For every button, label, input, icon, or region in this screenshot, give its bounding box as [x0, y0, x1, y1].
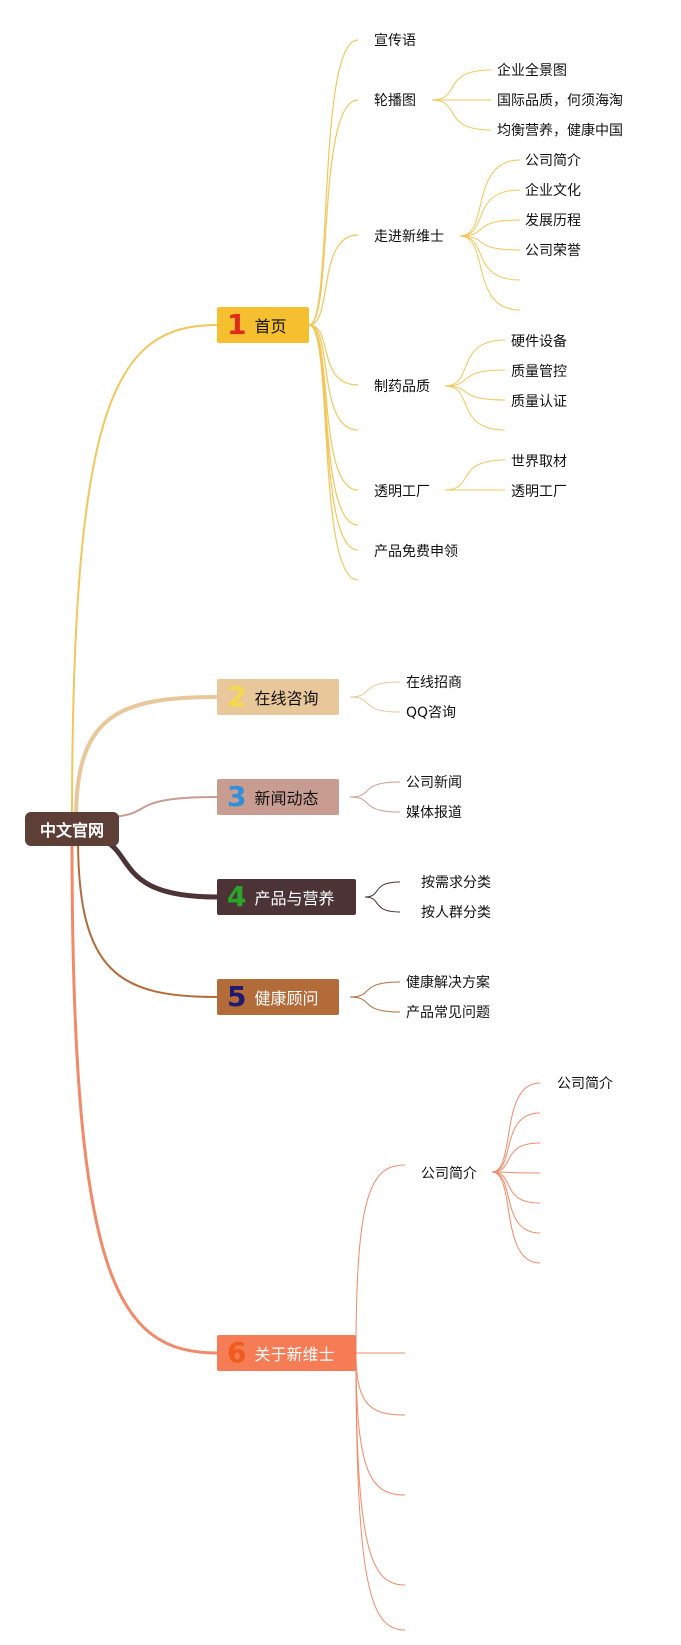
branch-label-health-advisor: 健康顾问	[254, 989, 319, 1008]
carousel-line-0	[431, 69, 492, 101]
branch-number-5: 5	[227, 980, 247, 1013]
about-sub-line-4	[491, 1171, 541, 1204]
carousel-item-nutrition[interactable]: 均衡营养，健康中国	[497, 123, 623, 139]
home-line-7	[308, 324, 359, 581]
branch-label-about: 关于新维士	[254, 1345, 335, 1364]
pharma-line-0	[444, 339, 506, 387]
home-line-5	[308, 324, 359, 491]
branch-number-1: 1	[227, 308, 247, 341]
about-line-4	[459, 235, 521, 281]
home-item-carousel[interactable]: 轮播图	[374, 93, 416, 109]
branch-label-home: 首页	[254, 317, 287, 336]
home-line-1	[308, 39, 359, 326]
about-item-culture[interactable]: 企业文化	[525, 183, 581, 199]
root-to-home-line	[71, 324, 218, 822]
home-line-2	[308, 99, 359, 326]
home-item-free-trial[interactable]: 产品免费申领	[374, 544, 458, 560]
about-sub-line-0	[491, 1082, 541, 1173]
consult-item-investment[interactable]: 在线招商	[406, 675, 462, 691]
branch-news[interactable]: 3 新闻动态	[217, 779, 339, 815]
health-item-solutions[interactable]: 健康解决方案	[406, 975, 490, 991]
home-line-6	[308, 324, 359, 551]
branch4-child-line-1	[364, 896, 401, 913]
about-sub-line-1	[491, 1112, 541, 1173]
branch2-child-line-0	[349, 681, 401, 698]
home-item-about-company[interactable]: 走进新维士	[374, 229, 444, 245]
factory-item-factory[interactable]: 透明工厂	[511, 484, 567, 500]
about-item-honors[interactable]: 公司荣誉	[525, 243, 581, 259]
factory-item-sourcing[interactable]: 世界取材	[511, 454, 567, 470]
home-line-9	[308, 324, 359, 526]
carousel-line-2	[431, 99, 492, 131]
pharma-line-3	[444, 385, 506, 431]
branch-label-online-consult: 在线咨询	[254, 689, 319, 708]
branch-label-products: 产品与营养	[254, 889, 335, 908]
branch5-child-line-0	[349, 981, 401, 998]
about-line-5	[355, 1352, 406, 1631]
root-node[interactable]: 中文官网	[25, 812, 119, 846]
carousel-item-quality[interactable]: 国际品质，何须海淘	[497, 93, 623, 109]
root-to-consult-line	[74, 695, 218, 820]
pharma-item-cert[interactable]: 质量认证	[511, 394, 567, 410]
about-company-profile[interactable]: 公司简介	[421, 1166, 477, 1182]
branch-number-2: 2	[227, 680, 247, 713]
pharma-line-2	[444, 385, 506, 401]
news-item-media[interactable]: 媒体报道	[406, 805, 462, 821]
branch-label-news: 新闻动态	[254, 789, 319, 808]
home-item-transparent-factory[interactable]: 透明工厂	[374, 484, 430, 500]
about-line-1	[459, 189, 521, 237]
pharma-item-control[interactable]: 质量管控	[511, 364, 567, 380]
about-line-2	[459, 219, 521, 237]
branch-home[interactable]: 1 首页	[217, 307, 309, 343]
about-line-0	[459, 159, 521, 237]
branch4-child-line-0	[364, 881, 401, 898]
products-item-by-need[interactable]: 按需求分类	[421, 875, 491, 891]
consult-item-qq[interactable]: QQ咨询	[406, 705, 457, 721]
branch2-child-line-1	[349, 696, 401, 713]
about-item-history[interactable]: 发展历程	[525, 213, 581, 229]
home-line-4	[308, 324, 359, 386]
home-line-8	[308, 324, 359, 431]
branch-number-3: 3	[227, 780, 247, 813]
pharma-item-hardware[interactable]: 硬件设备	[511, 334, 567, 350]
branch-health-advisor[interactable]: 5 健康顾问	[217, 979, 339, 1015]
about-line-2	[355, 1352, 406, 1416]
health-item-faq[interactable]: 产品常见问题	[406, 1005, 490, 1021]
home-item-pharma-quality[interactable]: 制药品质	[374, 379, 430, 395]
about-sub-line-2	[491, 1142, 541, 1173]
carousel-item-panorama[interactable]: 企业全景图	[497, 63, 567, 79]
root-to-news-line	[101, 796, 218, 818]
about-item-profile[interactable]: 公司简介	[525, 153, 581, 169]
products-item-by-group[interactable]: 按人群分类	[421, 905, 491, 921]
branch-number-4: 4	[227, 880, 247, 913]
branch-online-consult[interactable]: 2 在线咨询	[217, 679, 339, 715]
home-item-slogan[interactable]: 宣传语	[374, 33, 416, 49]
about-line-3	[459, 235, 521, 251]
branch-number-6: 6	[227, 1336, 247, 1369]
about-sub-line-5	[491, 1171, 541, 1234]
branch-about[interactable]: 6 关于新维士	[217, 1335, 356, 1371]
branch5-child-line-1	[349, 996, 401, 1013]
about-company-profile-sub[interactable]: 公司简介	[557, 1076, 613, 1092]
about-line-5	[459, 235, 521, 311]
branch3-child-line-0	[349, 781, 401, 798]
root-to-health-line	[77, 838, 218, 998]
news-item-company[interactable]: 公司新闻	[406, 775, 462, 791]
branch-products[interactable]: 4 产品与营养	[217, 879, 356, 915]
about-line-3	[355, 1352, 406, 1496]
home-line-3	[308, 234, 359, 326]
root-to-about-line	[70, 840, 218, 1355]
branch3-child-line-1	[349, 796, 401, 813]
about-sub-line-3	[491, 1171, 541, 1174]
factory-line-0	[444, 459, 506, 491]
about-line-0	[355, 1164, 406, 1354]
pharma-line-1	[444, 369, 506, 387]
about-sub-line-6	[491, 1171, 541, 1264]
